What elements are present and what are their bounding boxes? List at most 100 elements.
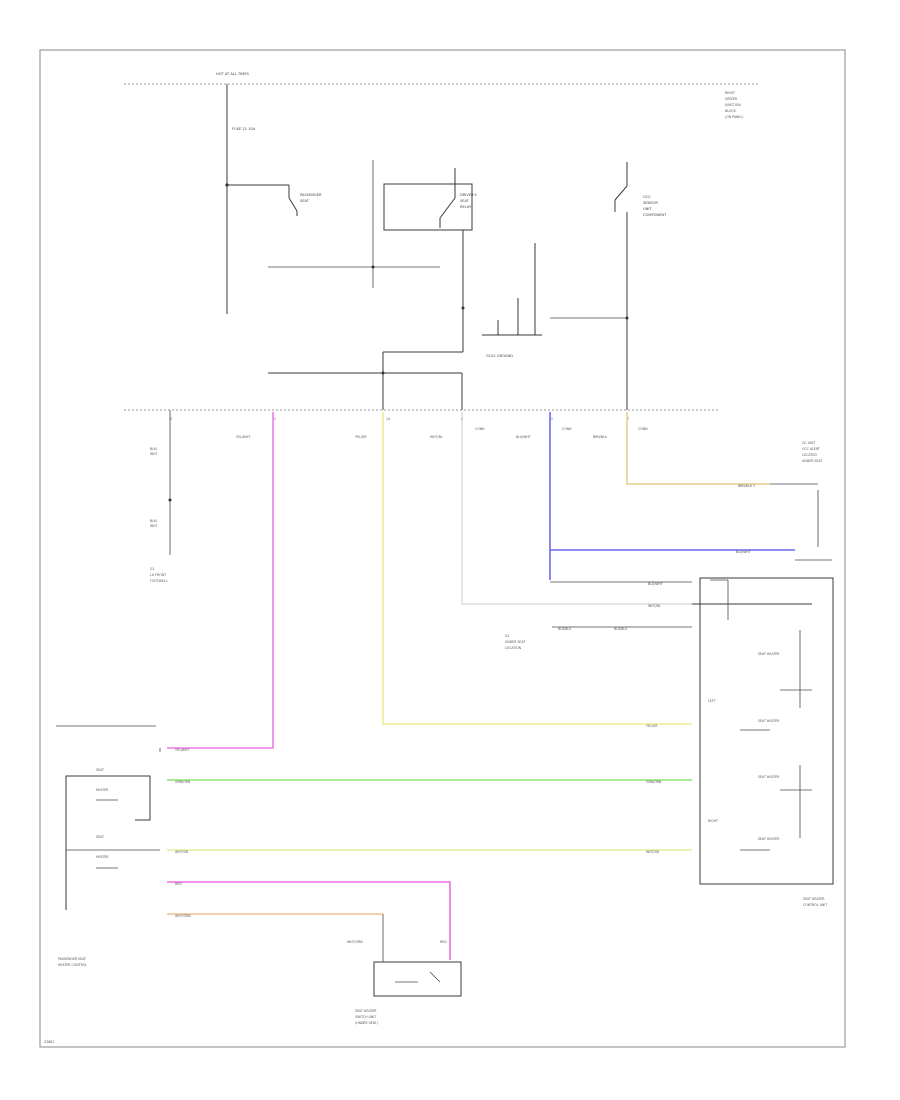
svg-text:BRN/BLK 3: BRN/BLK 3 [738, 484, 755, 488]
svg-text:SEAT: SEAT [96, 768, 104, 772]
bus-pin-labels: 3 12 14 8 2 7 [170, 417, 629, 421]
svg-text:BLK/BLU: BLK/BLU [558, 627, 572, 631]
svg-text:BLU/WHT: BLU/WHT [648, 582, 663, 586]
passenger-seat-switch: PASSENGER SEAT [288, 185, 322, 216]
bus-feed [268, 371, 463, 410]
svg-text:WHT/ORN: WHT/ORN [175, 914, 191, 918]
cross-wire [268, 160, 440, 288]
svg-text:UNIT: UNIT [643, 207, 652, 211]
svg-text:SEAT: SEAT [300, 199, 310, 203]
svg-text:BLU/WHT: BLU/WHT [516, 435, 531, 439]
svg-text:LH FRONT: LH FRONT [150, 573, 166, 577]
svg-text:HEATER CONTROL: HEATER CONTROL [58, 963, 87, 967]
center-connector: BLU/WHT WHT/BL BLK/BLU BLK/BLU G1 UNDER … [505, 582, 812, 650]
diagram-frame [39, 49, 846, 1048]
svg-text:DRIVER'S: DRIVER'S [460, 193, 478, 197]
svg-text:SENSOR: SENSOR [643, 201, 658, 205]
svg-text:SEAT HEATER: SEAT HEATER [758, 652, 780, 656]
svg-text:GRN/ORN: GRN/ORN [175, 780, 191, 784]
left-ground-stack: BLK/ WHT BLK/ WHT G1 LH FRONT FOOTWELL [150, 410, 172, 583]
svg-text:2: 2 [551, 417, 553, 421]
svg-text:SEAT HEATER: SEAT HEATER [758, 719, 780, 723]
svg-text:12: 12 [272, 417, 276, 421]
svg-text:CONN: CONN [638, 427, 648, 431]
svg-text:LOCATED: LOCATED [802, 453, 817, 457]
svg-text:COMPONENT: COMPONENT [643, 213, 667, 217]
right-connector: OC UNIT OCC ALERT LOCATED UNDER SEAT BRN… [736, 441, 832, 561]
svg-text:YEL/WHT: YEL/WHT [236, 435, 250, 439]
svg-text:SEAT HEATER: SEAT HEATER [355, 1009, 377, 1013]
tan-wire [626, 412, 770, 485]
svg-text:SEAT: SEAT [460, 199, 470, 203]
bottom-heater-switch: WHT/ORN RED SEAT HEATER SWITCH UNIT (UND… [347, 914, 462, 1025]
svg-text:YEL/GR: YEL/GR [355, 435, 367, 439]
svg-text:OC UNIT: OC UNIT [802, 441, 815, 445]
svg-text:WHT/GR: WHT/GR [175, 850, 189, 854]
left-heater-module: SEAT HEATER SEAT HEATER PASSENGER SEAT H… [56, 725, 161, 967]
svg-text:RED: RED [440, 940, 447, 944]
feed-wire [225, 84, 289, 314]
svg-text:PASSENGER: PASSENGER [300, 193, 322, 197]
svg-text:BLK/: BLK/ [150, 447, 158, 451]
svg-text:BLK/: BLK/ [150, 519, 158, 523]
svg-text:HEATER: HEATER [96, 855, 109, 859]
svg-text:CONN: CONN [475, 427, 485, 431]
svg-text:WHT/BL: WHT/BL [648, 604, 661, 608]
ground-symbol: G102 GROUND [482, 243, 542, 358]
svg-text:WHT: WHT [150, 524, 158, 528]
svg-text:G1: G1 [505, 634, 510, 638]
svg-text:GRN/ORN: GRN/ORN [646, 780, 662, 784]
svg-text:(UNDER SEAT): (UNDER SEAT) [355, 1021, 378, 1025]
svg-text:RIGHT: RIGHT [708, 819, 718, 823]
svg-text:7: 7 [627, 417, 629, 421]
yellow-wire [382, 412, 692, 725]
fuse-label: FUSE 21 10A [232, 127, 256, 131]
svg-text:G102 GROUND: G102 GROUND [486, 354, 513, 358]
svg-text:HEATER: HEATER [96, 788, 109, 792]
svg-text:DRIVER: DRIVER [725, 97, 738, 101]
drivers-seat-relay: DRIVER'S SEAT RELAY [382, 168, 478, 410]
right-heater-module: LEFT RIGHT SEAT HEATER SEAT HEATER SEAT … [699, 577, 834, 907]
svg-text:WHT: WHT [150, 452, 158, 456]
magenta-wire [167, 881, 451, 960]
svg-text:WHT/ORN: WHT/ORN [347, 940, 363, 944]
svg-text:PASSENGER SEAT: PASSENGER SEAT [58, 957, 86, 961]
svg-text:BLK/BLU: BLK/BLU [614, 627, 628, 631]
wire-labels: YEL/WHT YEL/GR GRN/ORN GRN/ORN WHT/GR WH… [175, 724, 662, 918]
svg-text:CONTROL UNIT: CONTROL UNIT [803, 903, 827, 907]
corner-tag: Z3881 [44, 1040, 54, 1044]
svg-text:OCC: OCC [643, 195, 651, 199]
svg-text:14: 14 [386, 417, 390, 421]
svg-text:RELAY: RELAY [460, 205, 472, 209]
svg-text:JUNCTION: JUNCTION [724, 103, 741, 107]
svg-text:UNDER SEAT: UNDER SEAT [505, 640, 525, 644]
svg-text:LEFT: LEFT [708, 699, 716, 703]
svg-text:SWITCH UNIT: SWITCH UNIT [355, 1015, 376, 1019]
svg-text:SEAT HEATER: SEAT HEATER [758, 837, 780, 841]
bus-wire-names: YEL/WHT YEL/GR WHT/BL BLU/WHT BRN/BLK CO… [236, 427, 648, 439]
svg-text:RED: RED [175, 882, 182, 886]
svg-text:G1: G1 [150, 567, 155, 571]
svg-text:YEL/GR: YEL/GR [646, 724, 658, 728]
svg-text:CONN: CONN [562, 427, 572, 431]
svg-text:YEL/WHT: YEL/WHT [175, 748, 189, 752]
svg-text:UNDER SEAT: UNDER SEAT [802, 459, 822, 463]
svg-text:SEAT HEATER: SEAT HEATER [758, 775, 780, 779]
svg-text:FOOTWELL: FOOTWELL [150, 579, 168, 583]
svg-text:OCC ALERT: OCC ALERT [802, 447, 820, 451]
svg-text:BLU/WHT: BLU/WHT [736, 550, 751, 554]
svg-text:3: 3 [170, 417, 172, 421]
top-bus-label: HOT AT ALL TIMES [216, 72, 250, 76]
svg-text:SEAT: SEAT [96, 835, 104, 839]
svg-text:BLOCK: BLOCK [725, 109, 737, 113]
pink-wire [167, 412, 274, 749]
occupant-sensor-switch: OCC SENSOR UNIT COMPONENT [550, 162, 667, 410]
svg-text:LOCATION: LOCATION [505, 646, 522, 650]
svg-text:(ON PANEL): (ON PANEL) [725, 115, 743, 119]
light-gray-wire [461, 412, 692, 605]
svg-text:WHT/BL: WHT/BL [430, 435, 443, 439]
svg-text:WHT/GR: WHT/GR [646, 850, 660, 854]
top-right-note: RIGHT DRIVER JUNCTION BLOCK (ON PANEL) [724, 91, 743, 119]
svg-text:BRN/BLK: BRN/BLK [593, 435, 608, 439]
